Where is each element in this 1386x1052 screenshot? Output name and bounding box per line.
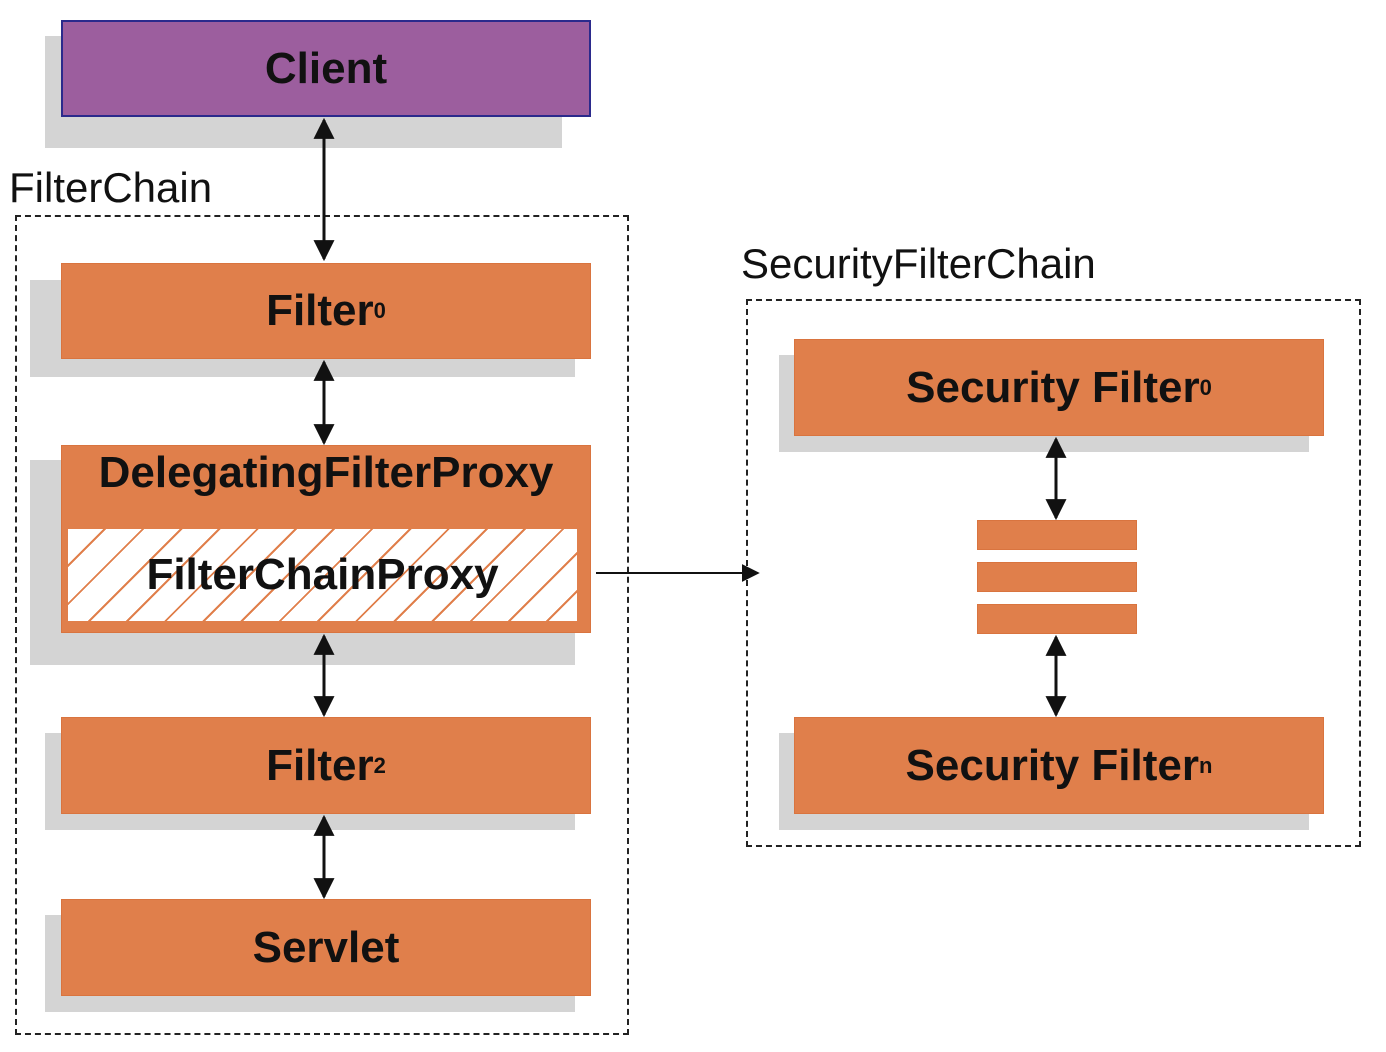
security-filter-stack-bar-1 [977,520,1137,550]
filter0-subscript: 0 [373,298,386,323]
delegating-filter-proxy-label: DelegatingFilterProxy [98,448,554,497]
security-filtern-label: Security Filter [905,740,1199,790]
filter2-subscript: 2 [373,752,386,778]
client-box: Client [61,20,591,117]
security-filter0-label: Security Filter [906,362,1200,412]
servlet-box: Servlet [61,899,591,996]
servlet-label: Servlet [252,922,400,972]
security-filtern-subscript: n [1198,752,1213,778]
client-label: Client [264,43,388,93]
filter2-label: Filter [266,740,374,790]
filter-chain-label: FilterChain [9,164,213,211]
security-filter-chain-label: SecurityFilterChain [741,240,1096,287]
security-filter-stack-bar-2 [977,562,1137,592]
filter-chain-proxy-box: FilterChainProxy [65,526,580,624]
filter-chain-proxy-label: FilterChainProxy [146,550,499,599]
security-filter0-subscript: 0 [1199,374,1212,400]
filter0-label: Filter [266,286,374,335]
security-filter-stack-bar-3 [977,604,1137,634]
